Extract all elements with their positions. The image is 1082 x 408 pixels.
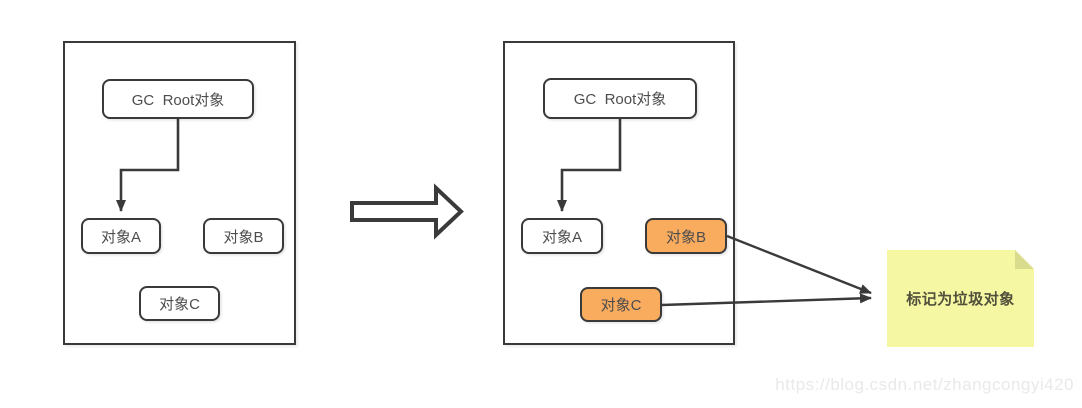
object-b-label: 对象B — [223, 228, 264, 246]
object-c-node-before: 对象C — [139, 286, 220, 321]
transition-arrow-icon — [350, 183, 464, 240]
gc-root-node-before: GC Root对象 — [102, 79, 254, 119]
object-b-node-before: 对象B — [203, 218, 284, 254]
object-a-node-before: 对象A — [81, 218, 161, 254]
note-fold-corner-icon — [1015, 250, 1034, 269]
gc-root-node-after: GC Root对象 — [543, 78, 697, 119]
object-c-label: 对象C — [600, 297, 642, 314]
object-b-label: 对象B — [665, 228, 706, 246]
object-c-node-after-marked: 对象C — [580, 287, 662, 322]
watermark-url: https://blog.csdn.net/zhangcongyi420 — [775, 375, 1074, 394]
connector-b-to-note — [726, 234, 872, 295]
object-a-label: 对象A — [100, 228, 141, 246]
object-c-label: 对象C — [159, 296, 200, 313]
gc-root-label: GC Root对象 — [573, 91, 667, 108]
garbage-note-label: 标记为垃圾对象 — [906, 291, 1015, 308]
garbage-note: 标记为垃圾对象 — [887, 250, 1034, 347]
object-a-label: 对象A — [541, 228, 582, 246]
gc-root-label: GC Root对象 — [131, 91, 225, 109]
object-a-node-after: 对象A — [521, 218, 603, 254]
object-b-node-after-marked: 对象B — [645, 218, 727, 254]
